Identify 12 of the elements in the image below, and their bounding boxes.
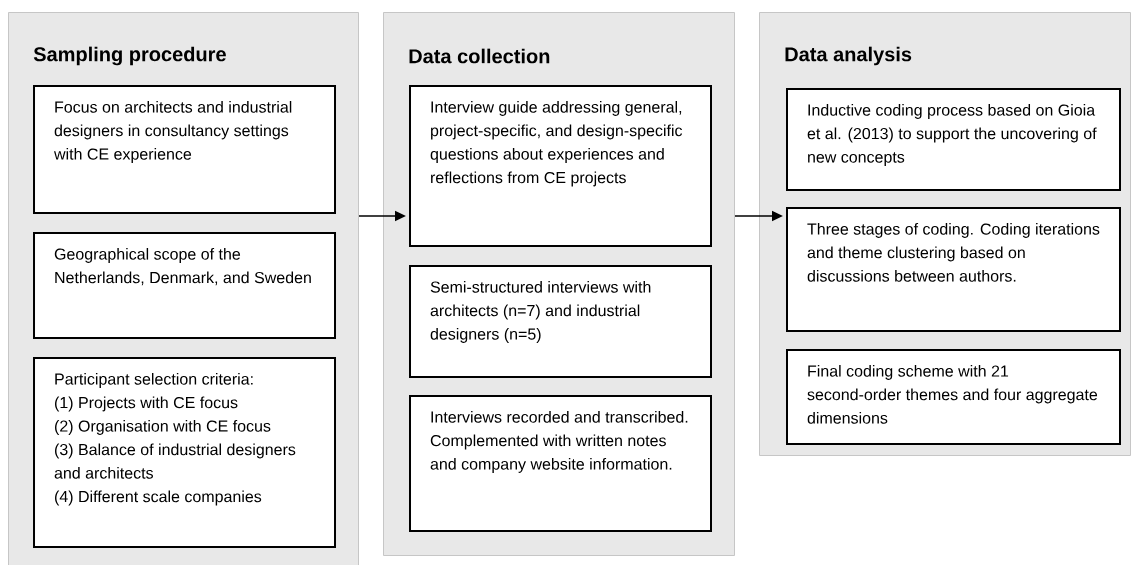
text-box: Semi-structured interviews with architects (n=7) and industrial designers (n=5) bbox=[409, 265, 712, 378]
panel-heading: Data analysis bbox=[785, 46, 912, 66]
text-box: Three stages of coding. Coding iterations and theme clustering based on discussions between authors. bbox=[786, 207, 1121, 332]
text-box: Participant selection criteria: (1) Projects with CE focus (2) Organisation with CE focus (3) Balance of industrial designers and architects (4) Different scale companies bbox=[33, 357, 336, 548]
text-box: Interviews recorded and transcribed. Complemented with written notes and company website information. bbox=[409, 395, 712, 532]
text-box: Inductive coding process based on Gioia et al. (2013) to support the uncovering of new concepts bbox=[786, 88, 1121, 191]
text-box: Final coding scheme with 21 second-order themes and four aggregate dimensions bbox=[786, 349, 1121, 445]
text-box: Geographical scope of the Netherlands, Denmark, and Sweden bbox=[33, 232, 336, 339]
text-box: Interview guide addressing general, project-specific, and design-specific questions about experiences and reflections from CE projects bbox=[409, 85, 712, 247]
panel-heading: Sampling procedure bbox=[33, 46, 226, 66]
text-box: Focus on architects and industrial designers in consultancy settings with CE experience bbox=[33, 85, 336, 214]
panel-heading: Data collection bbox=[409, 48, 550, 64]
